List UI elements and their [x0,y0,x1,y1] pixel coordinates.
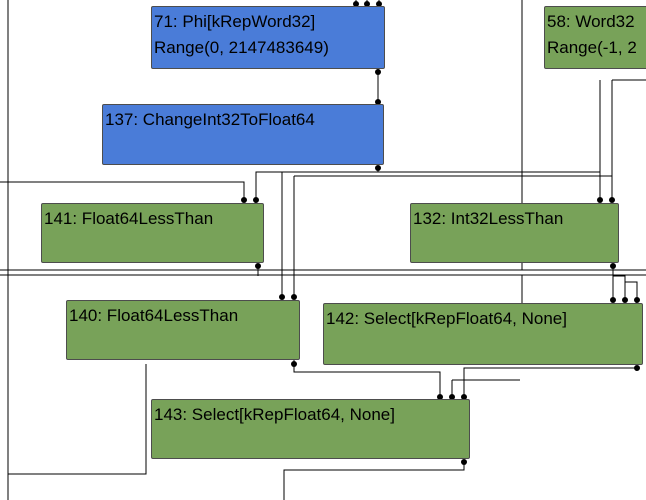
edge-137-141 [255,168,379,200]
node-132-title: 132: Int32LessThan [413,209,564,228]
node-71-title: 71: Phi[kRepWord32] [154,12,316,31]
node-71-phi[interactable]: 71: Phi[kRepWord32] Range(0, 2147483649) [151,6,385,69]
node-141-title: 141: Float64LessThan [44,209,214,228]
node-141-float64-less-than[interactable]: 141: Float64LessThan [41,203,264,263]
node-142-title: 142: Select[kRepFloat64, None] [326,309,567,328]
edge-140-143 [293,360,441,397]
edge-132-142c [625,281,638,300]
node-143-title: 143: Select[kRepFloat64, None] [154,405,395,424]
node-137-change-int32-to-float64[interactable]: 137: ChangeInt32ToFloat64 [102,104,384,165]
node-71-range: Range(0, 2147483649) [154,38,329,57]
port-143-in-a [437,394,443,400]
node-58-title: 58: Word32 [547,12,635,31]
node-142-select[interactable]: 142: Select[kRepFloat64, None] [323,303,643,365]
port-143-in-b [449,394,455,400]
port-142-in-b [622,297,628,303]
port-137-in [375,99,381,105]
node-58-range: Range(-1, 2 [547,38,637,57]
port-142-in-c [634,297,640,303]
edge-left-141 [0,181,245,200]
port-71-in-b [364,1,370,7]
edge-143-out [283,462,465,500]
node-58-word32[interactable]: 58: Word32 Range(-1, 2 [544,6,646,69]
port-140-in-a [279,294,285,300]
node-140-float64-less-than[interactable]: 140: Float64LessThan [66,300,300,360]
port-142-out [634,365,640,371]
edge-142-143a [463,367,637,397]
port-132-in-a [597,197,603,203]
port-143-in-c [461,394,467,400]
port-141-in-a [241,197,247,203]
port-140-in-b [291,294,297,300]
edge-left-143 [8,364,147,475]
port-141-in-b [253,197,259,203]
node-143-select[interactable]: 143: Select[kRepFloat64, None] [151,399,470,459]
port-137-out [375,165,381,171]
edge-137-140a [281,171,378,297]
edge-in-140b [294,175,613,200]
port-143-out [461,459,467,465]
edge-132-142b [613,275,626,300]
port-71-in-c [376,1,382,7]
port-71-out [375,69,381,75]
port-132-in-b [609,197,615,203]
port-142-in-a [610,297,616,303]
node-132-int32-less-than[interactable]: 132: Int32LessThan [410,203,619,263]
port-132-out [610,263,616,269]
port-141-out [255,263,261,269]
port-71-in-a [353,1,359,7]
node-140-title: 140: Float64LessThan [69,306,239,325]
node-137-title: 137: ChangeInt32ToFloat64 [105,110,315,129]
port-140-out [291,361,297,367]
